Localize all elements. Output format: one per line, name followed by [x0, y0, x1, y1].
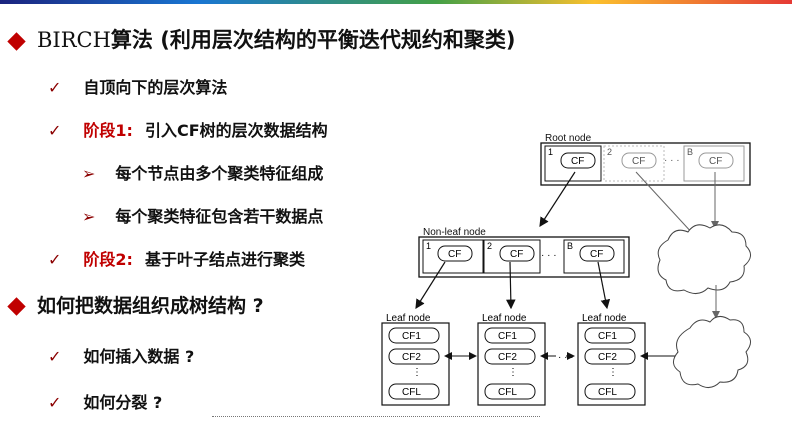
- leaf3-cfl-label: CFL: [598, 387, 617, 398]
- heading-text: 算法 (利用层次结构的平衡迭代规约和聚类): [110, 28, 516, 52]
- nonleaf-entry-2-index: 2: [487, 241, 492, 251]
- leaf3-cf1-label: CF1: [598, 331, 617, 342]
- nonleaf-cf-1-label: CF: [448, 249, 461, 260]
- stage2-text: 基于叶子结点进行聚类: [144, 250, 305, 269]
- leaf1-cf2-label: CF2: [402, 352, 421, 363]
- leaf2-cf2-label: CF2: [498, 352, 517, 363]
- stage1-label: 阶段1:: [83, 121, 133, 140]
- leaf1-cf1: [388, 327, 440, 344]
- leaf2-cf1: [484, 327, 536, 344]
- sub-bullet-features-text: 每个聚类特征包含若干数据点: [115, 207, 324, 226]
- root-cf-b-label: CF: [709, 156, 722, 167]
- leaf3-vertical-dots: ⋮: [608, 367, 618, 378]
- bullet-item-stage1: ✓ 阶段1: 引入CF树的层次数据结构: [48, 117, 328, 141]
- stage2-label: 阶段2:: [83, 250, 133, 269]
- nonleaf-entry-b-index: B: [567, 241, 573, 251]
- main-heading: BIRCH算法 (利用层次结构的平衡迭代规约和聚类): [7, 24, 516, 54]
- check-icon: ✓: [48, 393, 62, 412]
- leaf-node-3-label: Leaf node: [582, 313, 627, 324]
- nonleaf-cf-2: [499, 245, 535, 262]
- subtree-cloud-icon: [657, 224, 751, 294]
- sub-split: ✓ 如何分裂 ?: [48, 389, 162, 413]
- root-cf-1: [560, 152, 596, 169]
- leaf2-cfl-label: CFL: [498, 387, 517, 398]
- leaf1-cf2: [388, 348, 440, 365]
- root-cf-b: [698, 152, 734, 169]
- heading-tree-text: 如何把数据组织成树结构 ?: [37, 295, 264, 317]
- nonleaf-cf-1: [437, 245, 473, 262]
- check-icon: ✓: [48, 121, 62, 140]
- leaf-ellipsis: · · ·: [558, 352, 574, 363]
- root-ellipsis: · · ·: [664, 155, 680, 166]
- sub-bullet-nodes: ➢ 每个节点由多个聚类特征组成: [82, 160, 323, 184]
- leaf3-cfl: [584, 383, 636, 400]
- bullet-item-1: ✓ 自顶向下的层次算法: [48, 74, 227, 98]
- leaf1-cf1-label: CF1: [402, 331, 421, 342]
- leaf1-cfl: [388, 383, 440, 400]
- root-node-label: Root node: [545, 133, 592, 144]
- check-icon: ✓: [48, 250, 62, 269]
- arrow-bullet-icon: ➢: [82, 164, 96, 183]
- nonleaf-node-label: Non-leaf node: [423, 227, 486, 238]
- leaf3-cf2-label: CF2: [598, 352, 617, 363]
- heading-latin: BIRCH: [37, 28, 111, 52]
- arrow-bullet-icon: ➢: [82, 207, 96, 226]
- nonleaf-entry-1-index: 1: [426, 241, 431, 251]
- sub-bullet-features: ➢ 每个聚类特征包含若干数据点: [82, 203, 323, 227]
- sub-bullet-nodes-text: 每个节点由多个聚类特征组成: [115, 164, 324, 183]
- check-icon: ✓: [48, 347, 62, 366]
- root-entry-1-index: 1: [548, 147, 553, 157]
- root-cf-1-label: CF: [571, 156, 584, 167]
- sub-insert-text: 如何插入数据 ?: [83, 347, 195, 366]
- nonleaf-cf-b: [579, 245, 615, 262]
- check-icon: ✓: [48, 78, 62, 97]
- nonleaf-cf-2-label: CF: [510, 249, 523, 260]
- leaf-node-2-label: Leaf node: [482, 313, 527, 324]
- leaf2-vertical-dots: ⋮: [508, 367, 518, 378]
- root-entry-b-index: B: [687, 147, 693, 157]
- leaf3-cf1: [584, 327, 636, 344]
- root-entry-2-index: 2: [607, 147, 612, 157]
- heading-tree: 如何把数据组织成树结构 ?: [7, 291, 264, 318]
- leaf1-cfl-label: CFL: [402, 387, 421, 398]
- leaf3-cf2: [584, 348, 636, 365]
- stage1-text: 引入CF树的层次数据结构: [144, 121, 328, 140]
- sub-split-text: 如何分裂 ?: [83, 393, 163, 412]
- root-cf-2: [621, 152, 657, 169]
- bullet-1-text: 自顶向下的层次算法: [83, 78, 228, 97]
- leaf-node-1-label: Leaf node: [386, 313, 431, 324]
- nonleaf-cf-b-label: CF: [590, 249, 603, 260]
- leaf1-vertical-dots: ⋮: [412, 367, 422, 378]
- root-cf-2-label: CF: [632, 156, 645, 167]
- leaf-subtree-cloud-icon: [673, 316, 751, 388]
- leaf2-cfl: [484, 383, 536, 400]
- bullet-item-stage2: ✓ 阶段2: 基于叶子结点进行聚类: [48, 246, 305, 270]
- dotted-divider: [212, 416, 540, 426]
- leaf2-cf1-label: CF1: [498, 331, 517, 342]
- title-bar-gradient: [0, 0, 792, 4]
- leaf2-cf2: [484, 348, 536, 365]
- nonleaf-ellipsis: · · ·: [541, 250, 557, 261]
- sub-insert: ✓ 如何插入数据 ?: [48, 343, 194, 367]
